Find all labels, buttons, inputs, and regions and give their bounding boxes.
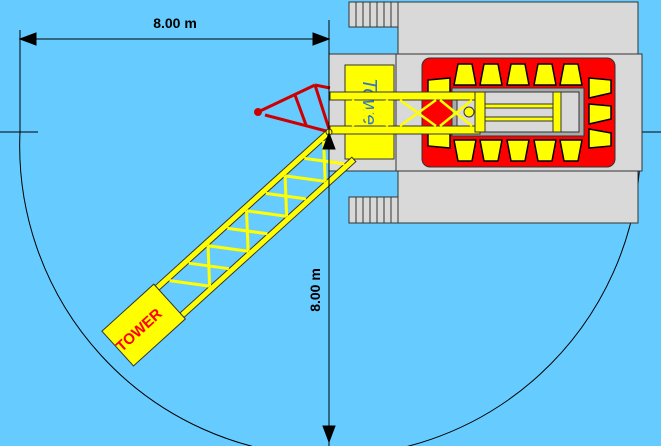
horizontal-dimension [18,20,331,446]
main-boom: TOWER [101,128,357,367]
vertical-dimension [322,131,336,444]
outrigger-bottom [348,196,399,224]
boom-base-frame [329,87,585,137]
outrigger-top [348,1,399,28]
horizontal-dimension-label: 8.00 m [153,15,197,31]
vertical-dimension-label: 8.00 m [307,268,323,312]
jib-frame [254,83,332,134]
